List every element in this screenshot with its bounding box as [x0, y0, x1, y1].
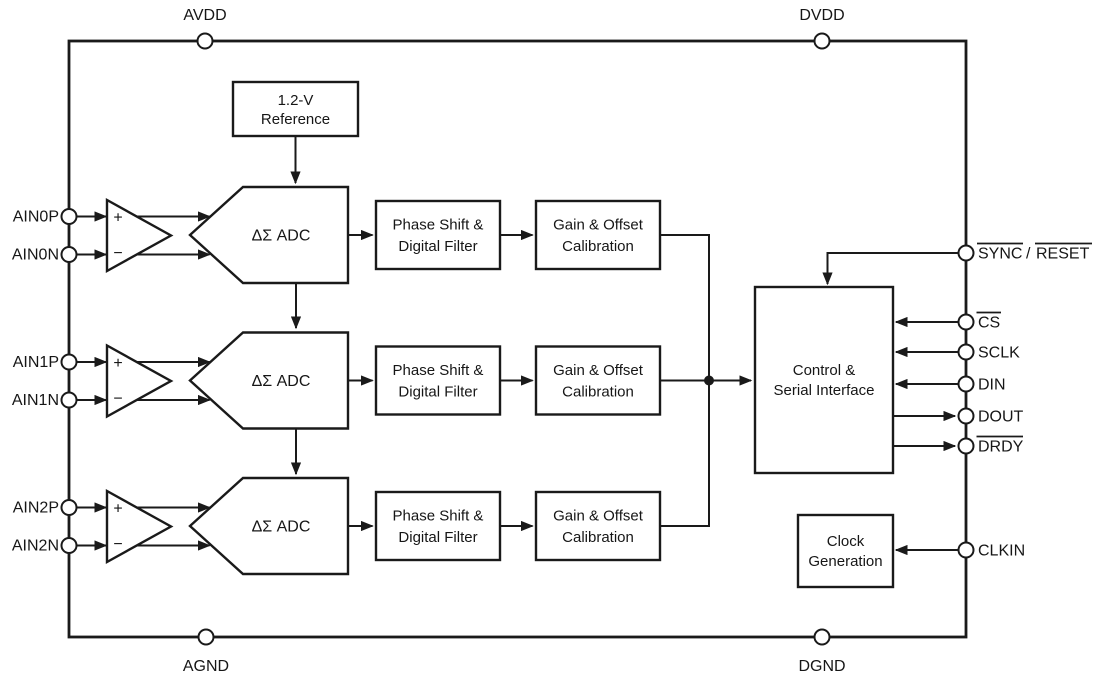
- gain-cal-block: [534, 490, 662, 562]
- phase-filter-block: [374, 490, 502, 562]
- pin-ain1n: [60, 391, 78, 409]
- amp-minus-sign: −: [113, 245, 122, 262]
- control-label-1: Control &: [793, 362, 856, 379]
- pin-label-cs: CS: [978, 315, 1000, 332]
- channel-0: AIN0P AIN0N + − ΔΣ ADC Phase Shift & Dig…: [12, 185, 662, 285]
- pin-drdy: [957, 437, 975, 455]
- pin-avdd: [196, 32, 214, 50]
- pin-ain0p: [60, 208, 78, 225]
- control-serial-interface-block: [753, 285, 895, 475]
- pin-cs: [957, 313, 975, 331]
- gain-cal-label-1: Gain & Offset: [553, 362, 644, 379]
- pin-dout: [957, 407, 975, 425]
- gain-cal-label-2: Calibration: [562, 238, 634, 255]
- phase-filter-label-1: Phase Shift &: [393, 362, 484, 379]
- pin-ain2p: [60, 499, 78, 516]
- reference-label-2: Reference: [261, 111, 330, 128]
- adc-label: ΔΣ ADC: [252, 519, 311, 536]
- phase-filter-block: [374, 199, 502, 271]
- amp-plus-sign: +: [113, 210, 122, 227]
- reference-label-1: 1.2-V: [278, 92, 314, 109]
- pin-label-ain2n: AIN2N: [12, 538, 59, 555]
- pin-label-ain0p: AIN0P: [13, 209, 59, 226]
- pin-ain2n: [60, 537, 78, 554]
- pin-label-ain1n: AIN1N: [12, 392, 59, 409]
- wire-sync-reset: [822, 252, 959, 286]
- adc-label: ΔΣ ADC: [252, 373, 311, 390]
- pin-label-ain2p: AIN2P: [13, 500, 59, 517]
- amp-minus-sign: −: [113, 391, 122, 408]
- phase-filter-block: [374, 345, 502, 416]
- amp-plus-sign: +: [113, 355, 122, 372]
- phase-filter-label-2: Digital Filter: [398, 238, 477, 255]
- pin-ain1p: [60, 353, 78, 371]
- pin-label-drdy: DRDY: [978, 439, 1024, 456]
- wire-cal2-to-bus: [660, 384, 710, 527]
- gain-cal-label-1: Gain & Offset: [553, 217, 644, 234]
- pin-label-dgnd: DGND: [798, 658, 845, 675]
- amp-triangle: [105, 343, 174, 419]
- pin-ain0n: [60, 246, 78, 263]
- gain-cal-label-2: Calibration: [562, 529, 634, 546]
- clock-label-2: Generation: [808, 553, 882, 570]
- pin-label-sync-reset: SYNC/RESET: [978, 246, 1090, 263]
- gain-cal-label-2: Calibration: [562, 384, 634, 401]
- pin-label-ain0n: AIN0N: [12, 247, 59, 264]
- pin-label-avdd: AVDD: [183, 7, 226, 24]
- pin-sync-reset: [957, 244, 975, 262]
- pin-clkin: [957, 541, 975, 559]
- pin-label-dout: DOUT: [978, 409, 1024, 426]
- control-label-2: Serial Interface: [774, 382, 875, 399]
- pin-label-clkin: CLKIN: [978, 543, 1025, 560]
- channel-2: AIN2P AIN2N + − ΔΣ ADC Phase Shift & Dig…: [12, 476, 662, 576]
- adc-label: ΔΣ ADC: [252, 228, 311, 245]
- phase-filter-label-2: Digital Filter: [398, 384, 477, 401]
- pin-dgnd: [813, 628, 831, 646]
- pin-agnd: [197, 628, 215, 646]
- pin-sclk: [957, 343, 975, 361]
- amp-triangle: [105, 197, 174, 274]
- pin-label-dvdd: DVDD: [799, 7, 844, 24]
- pin-din: [957, 375, 975, 393]
- pin-label-agnd: AGND: [183, 658, 229, 675]
- pin-label-sclk: SCLK: [978, 345, 1020, 362]
- gain-cal-label-1: Gain & Offset: [553, 508, 644, 525]
- phase-filter-label-1: Phase Shift &: [393, 217, 484, 234]
- chip-boundary: [67, 39, 968, 639]
- pin-label-din: DIN: [978, 377, 1006, 394]
- clock-generation-block: [796, 513, 895, 589]
- wire-cal0-to-bus: [660, 234, 710, 377]
- gain-cal-block: [534, 199, 662, 271]
- amp-minus-sign: −: [113, 536, 122, 553]
- phase-filter-label-1: Phase Shift &: [393, 508, 484, 525]
- adc-block: [188, 476, 350, 576]
- amp-plus-sign: +: [113, 501, 122, 518]
- amp-triangle: [105, 488, 174, 565]
- gain-cal-block: [534, 345, 662, 416]
- pin-dvdd: [813, 32, 831, 50]
- pin-label-ain1p: AIN1P: [13, 354, 59, 371]
- junction-dot: [704, 375, 714, 386]
- clock-label-1: Clock: [827, 533, 865, 550]
- phase-filter-label-2: Digital Filter: [398, 529, 477, 546]
- channel-1: AIN1P AIN1N + − ΔΣ ADC Phase Shift & Dig…: [12, 331, 662, 430]
